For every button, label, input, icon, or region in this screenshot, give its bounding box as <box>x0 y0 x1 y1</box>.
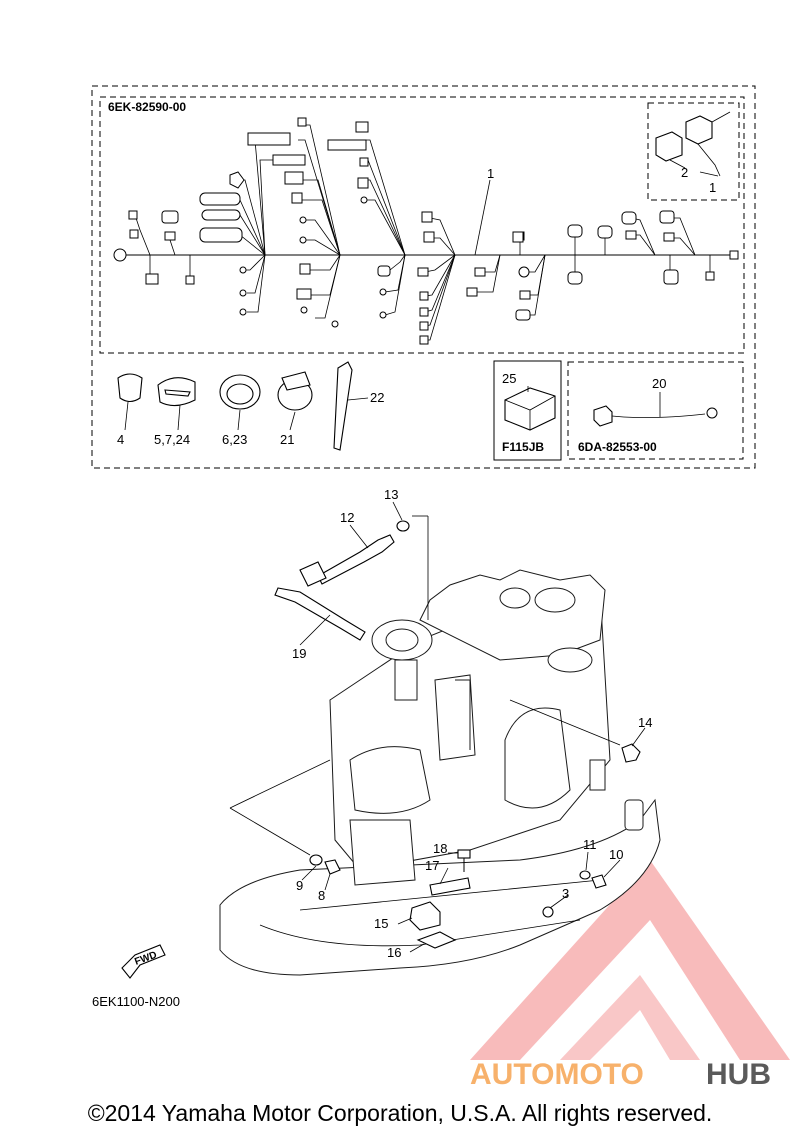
harness-kit-box <box>91 85 756 469</box>
copyright-footer: ©2014 Yamaha Motor Corporation, U.S.A. A… <box>87 1100 713 1126</box>
callout-5-7-24: 5,7,24 <box>154 432 190 447</box>
callout-9: 9 <box>296 878 303 893</box>
subharness-box <box>567 361 744 460</box>
callout-12: 12 <box>340 510 354 525</box>
harness-kit-code: 6EK-82590-00 <box>108 100 186 114</box>
callout-25: 25 <box>502 371 516 386</box>
connector-pair <box>655 111 731 177</box>
callout-3: 3 <box>562 886 569 901</box>
subharness-code: 6DA-82553-00 <box>578 440 657 454</box>
harness-subbox <box>99 96 745 354</box>
callout-4: 4 <box>117 432 124 447</box>
callout-22: 22 <box>370 390 384 405</box>
relay-box-part <box>504 387 556 431</box>
callout-17: 17 <box>425 858 439 873</box>
callout-19: 19 <box>292 646 306 661</box>
watermark-text-a: AUTOMOTO <box>470 1058 644 1091</box>
callout-16: 16 <box>387 945 401 960</box>
watermark-logo <box>470 860 790 1060</box>
relay-box-frame <box>493 360 562 461</box>
callout-11: 11 <box>583 837 597 852</box>
callout-6-23: 6,23 <box>222 432 247 447</box>
callout-14: 14 <box>638 715 652 730</box>
callout-8: 8 <box>318 888 325 903</box>
sub-harness-part <box>593 392 718 427</box>
fwd-label: FWD <box>133 950 158 968</box>
harness-connectors <box>128 117 715 345</box>
callout-15: 15 <box>374 916 388 931</box>
lower-parts <box>121 520 641 979</box>
callout-13: 13 <box>384 487 398 502</box>
upper-leaders <box>124 179 529 431</box>
callout-18: 18 <box>433 841 447 856</box>
callout-1: 1 <box>487 166 494 181</box>
lower-leaders <box>229 501 646 953</box>
watermark-text-b: HUB <box>706 1058 771 1091</box>
callout-1-subbox: 1 <box>709 180 716 195</box>
connector-subbox <box>647 102 740 201</box>
clamps <box>117 361 353 451</box>
relay-box-code: F115JB <box>502 440 544 454</box>
callout-2: 2 <box>681 165 688 180</box>
callout-10: 10 <box>609 847 623 862</box>
callout-20: 20 <box>652 376 666 391</box>
callout-21: 21 <box>280 432 294 447</box>
diagram-code: 6EK1100-N200 <box>92 994 180 1009</box>
